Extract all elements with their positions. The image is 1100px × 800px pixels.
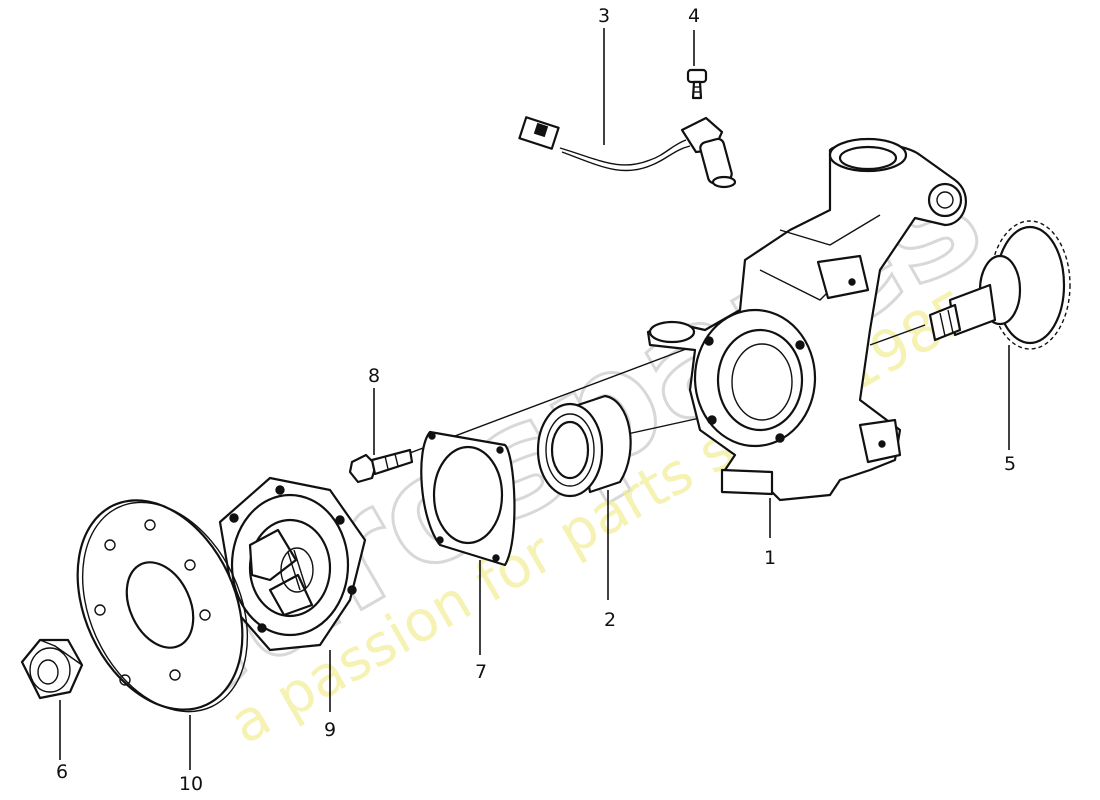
callout-10: 10	[179, 773, 203, 795]
callout-5: 5	[1004, 453, 1016, 475]
part-8-bolt[interactable]	[348, 448, 414, 484]
part-2-wheel-bearing[interactable]	[536, 394, 632, 498]
callout-3: 3	[598, 5, 610, 27]
part-4-screw[interactable]	[686, 68, 708, 100]
part-5-drive-shaft[interactable]	[928, 220, 1071, 350]
callout-labels: 1 2 3 4 5 6 7 8 9 10	[56, 5, 1016, 795]
callout-8: 8	[368, 365, 380, 387]
part-9-wheel-hub[interactable]	[218, 476, 367, 652]
part-1-wheel-carrier[interactable]	[646, 137, 967, 502]
callout-2: 2	[604, 609, 616, 631]
leader-lines	[59, 28, 1010, 770]
callout-7: 7	[475, 661, 487, 683]
callout-4: 4	[688, 5, 700, 27]
callout-6: 6	[56, 761, 68, 783]
callout-1: 1	[764, 547, 776, 569]
part-6-nut[interactable]	[20, 638, 84, 700]
part-3-speed-sensor[interactable]	[518, 116, 737, 189]
part-10-brake-disc[interactable]	[46, 474, 280, 739]
callout-9: 9	[324, 719, 336, 741]
part-7-shield-plate[interactable]	[420, 430, 516, 567]
